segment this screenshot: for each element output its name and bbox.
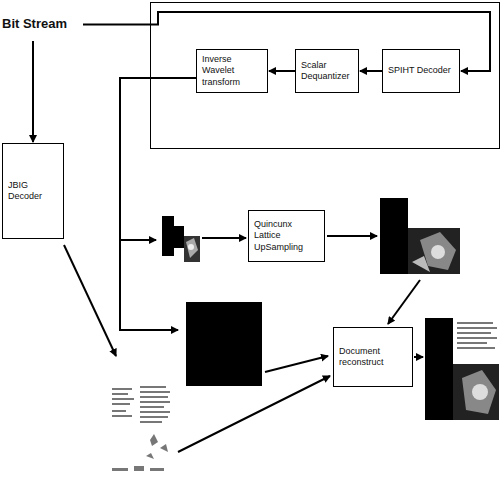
text-group: JBIG Decoder (8, 180, 58, 203)
text-group: Document reconstruct (339, 346, 407, 369)
connector-arrow (360, 70, 382, 72)
process-box: JBIG Decoder (2, 143, 64, 239)
text-group: SPIHT Decoder (388, 65, 451, 76)
arrow (64, 245, 116, 356)
wire (120, 78, 196, 330)
wire (120, 239, 156, 241)
text-group: Bit Stream (2, 16, 67, 32)
box-label: Document reconstruct (339, 346, 407, 369)
process-box: Document reconstruct (333, 327, 413, 387)
upsampled-image (380, 198, 460, 274)
connector-arrow (32, 41, 34, 142)
process-box: Inverse Wavelet transform (196, 49, 268, 93)
text-layer-image (112, 386, 170, 471)
lowpass-image (186, 302, 262, 386)
box-label: JBIG Decoder (8, 180, 58, 203)
text-group: Scalar Dequantizer (301, 60, 353, 83)
text-group: Quincunx Lattice UpSampling (254, 219, 319, 253)
wavelet-image (160, 215, 200, 262)
box-label: Scalar Dequantizer (301, 60, 353, 83)
input-label: Bit Stream (2, 12, 80, 37)
process-box: Scalar Dequantizer (295, 49, 359, 93)
arrow (414, 356, 423, 358)
connector-arrow (269, 70, 295, 72)
process-box: SPIHT Decoder (382, 49, 460, 93)
text-group: Inverse Wavelet transform (202, 54, 262, 88)
arrow (327, 235, 377, 237)
arrow (265, 356, 328, 372)
process-box: Quincunx Lattice UpSampling (248, 210, 325, 262)
decoder-container (151, 3, 500, 149)
arrow (178, 376, 330, 452)
box-label: Quincunx Lattice UpSampling (254, 219, 319, 253)
arrow (388, 280, 420, 324)
box-label: SPIHT Decoder (388, 65, 451, 76)
input-label-text: Bit Stream (2, 16, 67, 32)
reconstructed-image (425, 318, 499, 420)
box-label: Inverse Wavelet transform (202, 54, 262, 88)
arrow (202, 237, 246, 239)
